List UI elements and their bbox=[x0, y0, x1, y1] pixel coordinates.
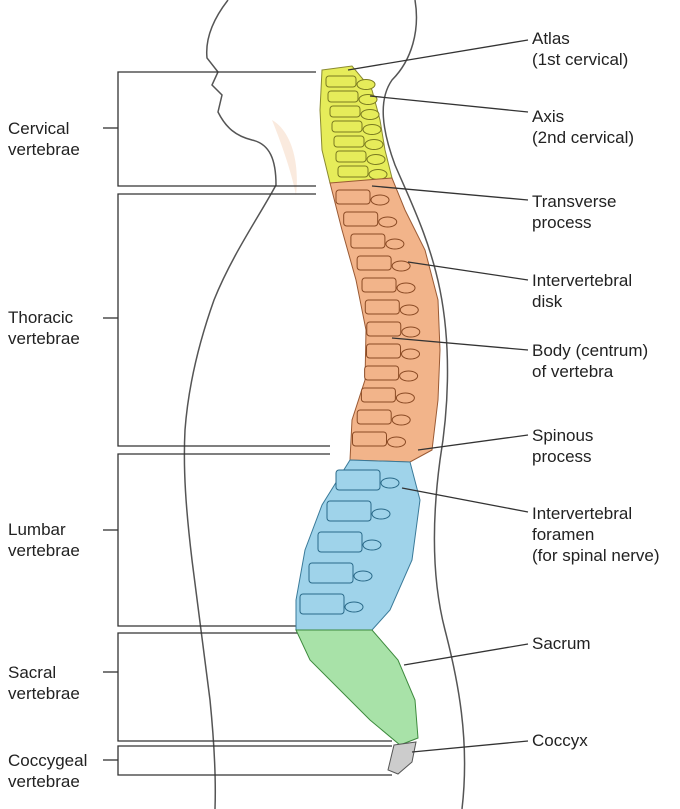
thoracic-vertebra bbox=[366, 321, 402, 337]
thoracic-vertebra bbox=[366, 343, 402, 359]
lumbar-vertebra bbox=[299, 593, 345, 615]
transverse-process-label: Transverse process bbox=[532, 192, 617, 232]
thoracic-vertebra-process bbox=[391, 414, 411, 426]
lumbar-vertebra-process bbox=[380, 477, 400, 489]
thoracic-vertebra-process bbox=[385, 238, 405, 250]
sacral-vertebrae-label: Sacral vertebrae bbox=[8, 663, 80, 703]
cervical-vertebra-process bbox=[362, 124, 382, 135]
sacral-vertebrae-group bbox=[295, 629, 419, 746]
cervical-vertebra bbox=[337, 165, 369, 178]
axis-label: Axis (2nd cervical) bbox=[532, 107, 635, 147]
thoracic-vertebra-process bbox=[370, 194, 390, 206]
thoracic-vertebra bbox=[360, 387, 396, 403]
cervical-vertebra bbox=[331, 120, 363, 133]
thoracic-vertebra-process bbox=[399, 370, 419, 382]
cervical-vertebra bbox=[333, 135, 365, 148]
intervertebral-foramen-label: Intervertebral foramen (for spinal nerve… bbox=[532, 504, 660, 565]
cervical-vertebra-process bbox=[360, 109, 380, 120]
thoracic-vertebra-process bbox=[378, 216, 398, 228]
lumbar-vertebrae-label: Lumbar vertebrae bbox=[8, 520, 80, 560]
coccygeal-vertebrae-label: Coccygeal vertebrae bbox=[8, 751, 88, 791]
spine-column bbox=[295, 65, 441, 775]
region-brackets bbox=[103, 71, 392, 776]
coccyx-label: Coccyx bbox=[532, 731, 588, 750]
thoracic-vertebrae-label: Thoracic vertebrae bbox=[8, 308, 80, 348]
sacrum-label: Sacrum bbox=[532, 634, 591, 653]
thoracic-vertebra-process bbox=[396, 282, 416, 294]
thoracic-vertebra-process bbox=[399, 304, 419, 316]
lumbar-vertebra bbox=[317, 531, 363, 553]
body-front-outline bbox=[183, 0, 277, 809]
thoracic-vertebrae-group bbox=[329, 177, 441, 463]
lumbar-vertebra-process bbox=[362, 539, 382, 551]
thoracic-vertebra-process bbox=[401, 326, 421, 338]
thoracic-vertebra bbox=[356, 255, 392, 271]
cervical-vertebra bbox=[335, 150, 367, 163]
thoracic-vertebra bbox=[364, 365, 400, 381]
lumbar-vertebra-process bbox=[371, 508, 391, 520]
cervical-vertebra bbox=[329, 105, 361, 118]
spinous-process-label: Spinous process bbox=[532, 426, 594, 466]
cervical-vertebra-process bbox=[366, 154, 386, 165]
cervical-vertebra-process bbox=[368, 169, 388, 180]
body-centrum-label: Body (centrum) of vertebra bbox=[532, 341, 649, 381]
body-back-outline bbox=[382, 0, 466, 809]
thoracic-vertebra bbox=[356, 409, 392, 425]
cervical-vertebra bbox=[327, 90, 359, 103]
cervical-vertebra bbox=[325, 75, 357, 88]
lumbar-vertebrae-group bbox=[295, 459, 421, 631]
thoracic-vertebra-process bbox=[401, 348, 421, 360]
lumbar-vertebra-process bbox=[344, 601, 364, 613]
cervical-vertebra-process bbox=[358, 94, 378, 105]
lumbar-vertebra bbox=[326, 500, 372, 522]
sacral-region-shape bbox=[295, 629, 419, 746]
cervical-vertebra-process bbox=[356, 79, 376, 90]
leader-lines bbox=[347, 39, 529, 753]
thoracic-vertebra bbox=[343, 211, 379, 227]
thoracic-vertebra bbox=[352, 431, 387, 447]
atlas-label: Atlas (1st cervical) bbox=[532, 29, 629, 69]
thoracic-region-shape bbox=[329, 177, 441, 463]
thoracic-vertebra-process bbox=[391, 260, 411, 272]
neck-shading bbox=[272, 120, 297, 195]
coccygeal-region-shape bbox=[387, 741, 417, 775]
lumbar-vertebra bbox=[335, 469, 381, 491]
thoracic-vertebra bbox=[361, 277, 397, 293]
lumbar-vertebra bbox=[308, 562, 354, 584]
lumbar-vertebra-process bbox=[353, 570, 373, 582]
thoracic-vertebra bbox=[335, 189, 371, 205]
cervical-vertebra-process bbox=[364, 139, 384, 150]
thoracic-vertebra bbox=[364, 299, 400, 315]
thoracic-vertebra-process bbox=[395, 392, 415, 404]
thoracic-vertebra-process bbox=[387, 436, 406, 448]
cervical-vertebrae-group bbox=[319, 65, 393, 186]
intervertebral-disk-label: Intervertebral disk bbox=[532, 271, 633, 311]
thoracic-vertebra bbox=[350, 233, 386, 249]
coccygeal-vertebrae-group bbox=[387, 741, 417, 775]
cervical-vertebrae-label: Cervical vertebrae bbox=[8, 119, 80, 159]
